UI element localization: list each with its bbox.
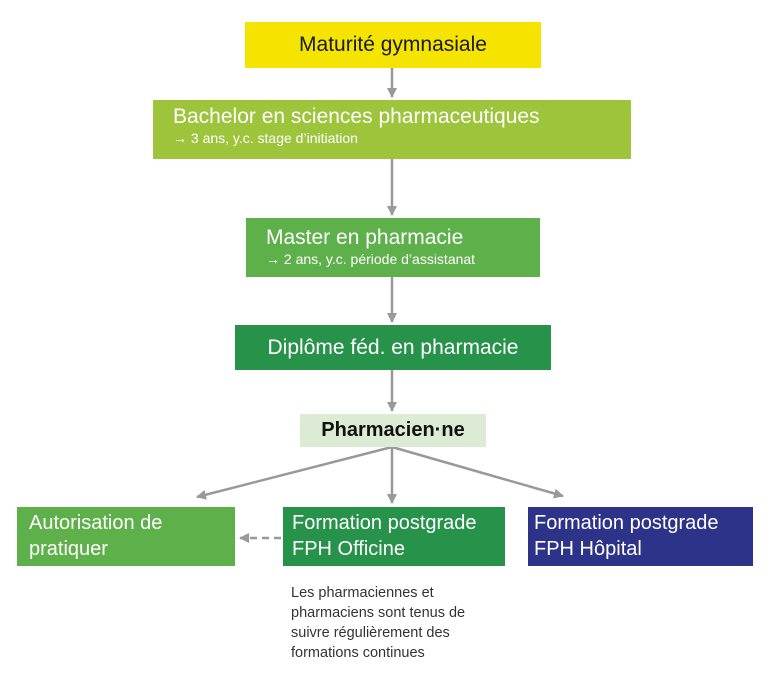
node-title-line1: Autorisation de	[29, 512, 163, 534]
node-fph-officine: Formation postgrade FPH Officine	[283, 507, 505, 566]
node-bachelor: Bachelor en sciences pharmaceutiques → 3…	[153, 100, 631, 159]
node-maturite-gymnasiale: Maturité gymnasiale	[245, 22, 541, 68]
node-title: Bachelor en sciences pharmaceutiques	[173, 105, 540, 128]
node-title: Maturité gymnasiale	[299, 33, 487, 56]
node-pharmacien: Pharmacien·ne	[300, 414, 486, 447]
continuing-education-note: Les pharmaciennes et pharmaciens sont te…	[291, 583, 521, 663]
node-title: Pharmacien·ne	[321, 419, 465, 441]
note-line: Les pharmaciennes et	[291, 585, 434, 601]
note-line: formations continues	[291, 645, 425, 661]
node-title: Master en pharmacie	[266, 226, 464, 249]
node-master: Master en pharmacie → 2 ans, y.c. périod…	[246, 218, 540, 277]
node-diplome-federal: Diplôme féd. en pharmacie	[235, 325, 551, 370]
node-title: Diplôme féd. en pharmacie	[267, 335, 519, 359]
arrow-pharmacien-to-hopital	[391, 445, 564, 499]
node-title-line2: pratiquer	[29, 538, 108, 560]
node-subtitle: → 3 ans, y.c. stage d’initiation	[173, 130, 358, 146]
node-subtitle: → 2 ans, y.c. période d’assistanat	[266, 251, 476, 267]
node-fph-hopital: Formation postgrade FPH Hôpital	[528, 507, 753, 566]
node-autorisation-pratiquer: Autorisation de pratiquer	[17, 507, 235, 566]
arrow-pharmacien-to-autorisation	[196, 445, 393, 500]
node-title-line1: Formation postgrade	[292, 512, 477, 534]
node-title-line1: Formation postgrade	[534, 512, 719, 534]
note-line: suivre régulièrement des	[291, 625, 450, 641]
node-title-line2: FPH Officine	[292, 538, 405, 560]
note-line: pharmaciens sont tenus de	[291, 605, 466, 621]
node-title-line2: FPH Hôpital	[534, 538, 642, 560]
